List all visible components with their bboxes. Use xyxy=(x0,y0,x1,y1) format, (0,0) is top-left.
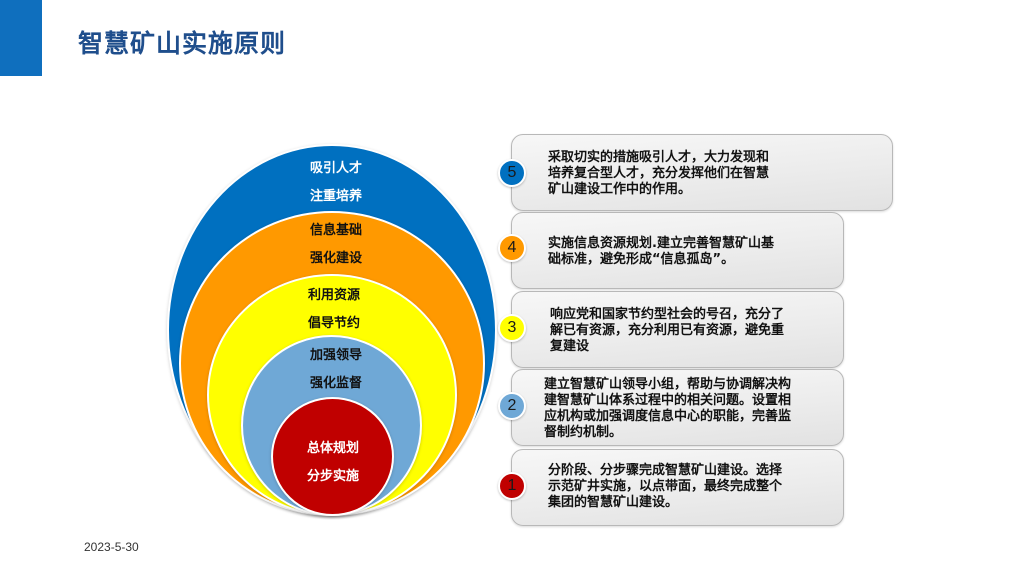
badge-3: 3 xyxy=(498,314,526,342)
ring-label-2: 加强领导 强化监督 xyxy=(309,348,362,391)
ring-label-5: 吸引人才 注重培养 xyxy=(309,161,362,204)
badge-5: 5 xyxy=(498,159,526,187)
ring-label-3: 利用资源 倡导节约 xyxy=(307,288,360,331)
ellipse-level-1 xyxy=(271,397,394,516)
principle-text-5: 采取切实的措施吸引人才，大力发现和 培养复合型人才，充分发挥他们在智慧 矿山建设… xyxy=(548,150,770,197)
principle-box-1 xyxy=(511,449,844,526)
slide-date: 2023-5-30 xyxy=(84,540,139,554)
badge-2: 2 xyxy=(498,392,526,420)
principle-text-3: 响应党和国家节约型社会的号召，充分了 解已有资源，充分利用已有资源，避免重 复建… xyxy=(550,307,785,354)
principle-box-2 xyxy=(511,369,844,446)
principle-box-3 xyxy=(511,291,844,368)
badge-1: 1 xyxy=(498,472,526,500)
page-title: 智慧矿山实施原则 xyxy=(78,29,287,58)
ring-label-1: 总体规划 分步实施 xyxy=(306,441,359,484)
corner-accent-block xyxy=(0,0,42,76)
badge-4: 4 xyxy=(498,234,526,262)
ring-label-4: 信息基础 强化建设 xyxy=(309,223,362,266)
principle-text-2: 建立智慧矿山领导小组，帮助与协调解决构 建智慧矿山体系过程中的相关问题。设置相 … xyxy=(544,377,792,440)
principle-box-5 xyxy=(511,134,893,211)
principle-box-4 xyxy=(511,212,844,289)
principle-text-1: 分阶段、分步骤完成智慧矿山建设。选择 示范矿井实施，以点带面，最终完成整个 集团… xyxy=(548,463,783,510)
principle-text-4: 实施信息资源规划.建立完善智慧矿山基 础标准，避免形成“信息孤岛”。 xyxy=(548,236,774,267)
